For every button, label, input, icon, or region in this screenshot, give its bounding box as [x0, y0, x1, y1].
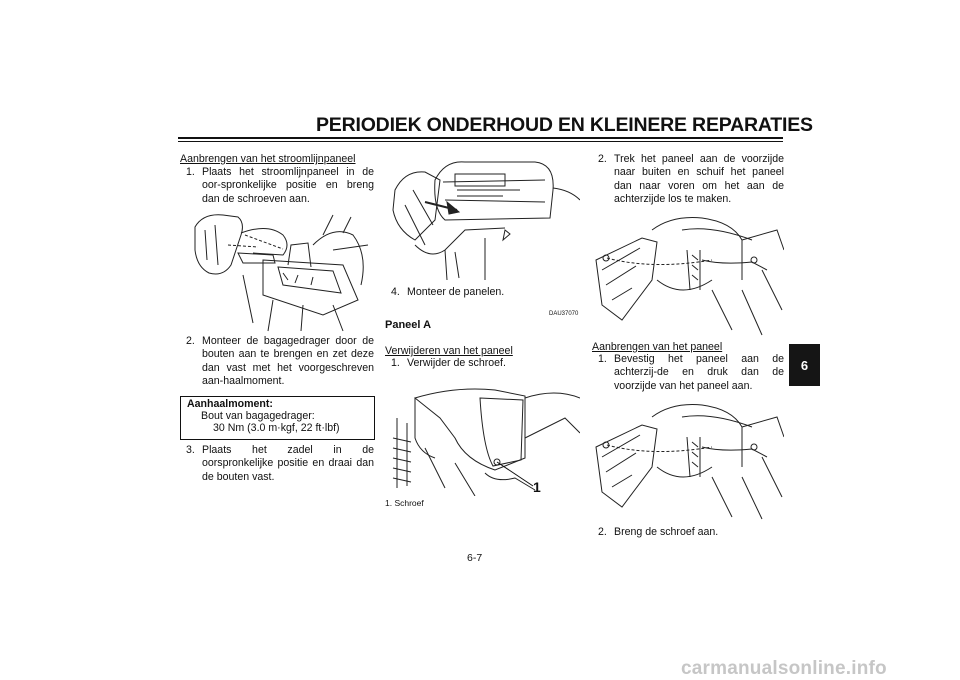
figure-caption: 1. Schroef	[385, 498, 424, 508]
step-number: 1.	[598, 353, 607, 365]
step-text: Verwijder de schroef.	[407, 357, 506, 369]
step-1-middle: 1. Verwijder de schroef.	[391, 357, 579, 370]
illustration-panel-removal	[592, 210, 784, 338]
step-1-left: 1. Plaats het stroomlijnpaneel in de oor…	[186, 166, 374, 206]
section-heading-fitting-panel: Aanbrengen van het paneel	[592, 341, 723, 353]
page-number: 6-7	[467, 552, 483, 564]
section-heading-panel-a: Paneel A	[385, 319, 432, 331]
step-text: Breng de schroef aan.	[614, 526, 719, 538]
step-number: 2.	[598, 526, 607, 538]
illustration-panel-installation	[592, 397, 784, 522]
step-2-left: 2. Monteer de bagagedrager door de boute…	[186, 335, 374, 389]
reference-code: DAU37070	[549, 311, 579, 317]
step-2-right: 2. Trek het paneel aan de voorzijde naar…	[598, 153, 784, 207]
step-2b-right: 2. Breng de schroef aan.	[598, 526, 784, 539]
section-heading-fitting-cowling: Aanbrengen van het stroomlijnpaneel	[180, 153, 356, 165]
illustration-cowling-installation	[183, 205, 373, 333]
watermark: carmanualsonline.info	[681, 658, 887, 679]
step-text: Plaats het stroomlijnpaneel in de oor-sp…	[202, 166, 374, 205]
step-number: 1.	[391, 357, 400, 369]
step-number: 1.	[186, 166, 195, 178]
chapter-tab: 6	[789, 344, 820, 386]
step-3-left: 3. Plaats het zadel in de oorspronkelijk…	[186, 444, 374, 484]
header-rule-thin	[178, 141, 783, 142]
step-1-right: 1. Bevestig het paneel aan de achterzij-…	[598, 353, 784, 393]
step-text: Plaats het zadel in de oorspronkelijke p…	[202, 444, 374, 483]
step-number: 2.	[598, 153, 607, 165]
step-number: 3.	[186, 444, 195, 456]
step-number: 2.	[186, 335, 195, 347]
step-text: Trek het paneel aan de voorzijde naar bu…	[614, 153, 784, 206]
illustration-panel-a-screw	[385, 378, 580, 496]
step-text: Monteer de panelen.	[407, 286, 505, 298]
step-text: Monteer de bagagedrager door de bouten a…	[202, 335, 374, 388]
step-4-middle: 4. Monteer de panelen.	[391, 286, 579, 299]
torque-box: Aanhaalmoment: Bout van bagagedrager: 30…	[180, 396, 375, 440]
callout-number: 1	[533, 479, 541, 495]
subheading-removing-panel: Verwijderen van het paneel	[385, 345, 513, 357]
page-title: PERIODIEK ONDERHOUD EN KLEINERE REPARATI…	[316, 114, 813, 136]
torque-label: Bout van bagagedrager:	[201, 410, 315, 422]
header-rule	[178, 137, 783, 139]
illustration-seat-and-panels	[385, 150, 580, 282]
torque-title: Aanhaalmoment:	[187, 398, 273, 410]
torque-value: 30 Nm (3.0 m·kgf, 22 ft·lbf)	[213, 422, 340, 434]
step-number: 4.	[391, 286, 400, 298]
step-text: Bevestig het paneel aan de achterzij-de …	[614, 353, 784, 392]
